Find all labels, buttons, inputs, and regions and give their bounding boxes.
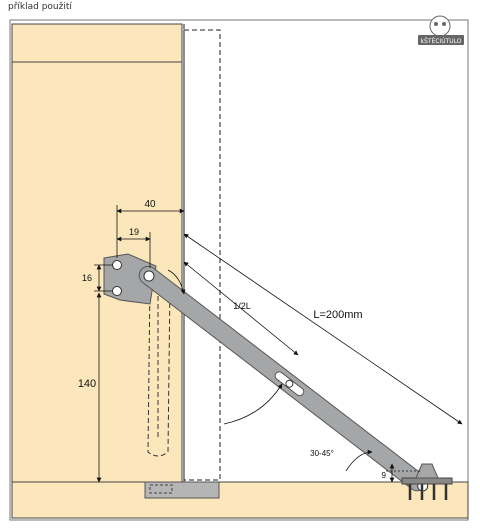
logo-text: kŠTĚCIÚTULO — [421, 37, 462, 45]
label-angle: 30-45° — [310, 449, 334, 458]
label-half-length: 1/2L — [233, 301, 251, 311]
bracket-screw-bottom — [112, 286, 122, 296]
top-board — [11, 23, 183, 63]
brand-logo: kŠTĚCIÚTULO — [418, 15, 464, 45]
catch-plate — [144, 481, 220, 499]
catch-slot — [149, 484, 173, 494]
label-9: 9 — [382, 471, 387, 480]
label-16: 16 — [82, 273, 92, 283]
bottom-board — [11, 481, 469, 519]
diagram-frame — [9, 19, 469, 521]
dim-offset-9: 9 — [382, 463, 422, 483]
dim-width-19: 19 — [116, 227, 151, 268]
dim-height-16: 16 — [82, 264, 113, 292]
caption: příklad použití — [8, 2, 72, 12]
label-40: 40 — [144, 199, 156, 210]
pivot-arc — [167, 269, 186, 295]
label-19: 19 — [129, 227, 139, 237]
dim-length: L=200mm — [183, 233, 463, 425]
lower-bracket — [401, 463, 453, 500]
dim-height-140: 140 — [78, 292, 102, 483]
label-140: 140 — [78, 378, 96, 390]
folded-arm-outline — [147, 281, 171, 457]
arm-pivot-top — [143, 270, 155, 282]
label-length: L=200mm — [313, 309, 362, 321]
bracket-screw-top — [112, 260, 122, 270]
dim-width-40: 40 — [116, 199, 185, 258]
dim-angle: 30-45° — [310, 449, 373, 472]
swing-arc — [223, 383, 283, 425]
